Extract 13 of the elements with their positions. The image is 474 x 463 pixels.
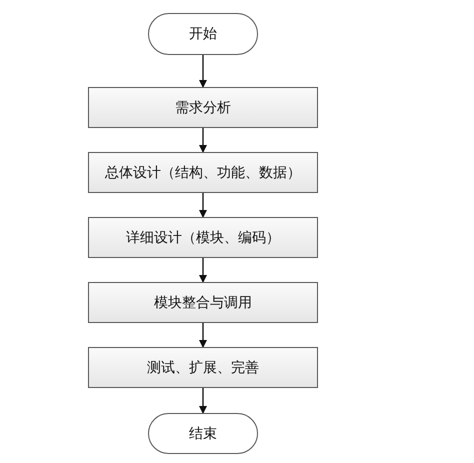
arrow <box>199 258 207 283</box>
arrow <box>199 128 207 153</box>
process-box: 模块整合与调用 <box>88 282 318 323</box>
process-box: 需求分析 <box>88 87 318 128</box>
arrow <box>199 323 207 348</box>
arrow <box>199 388 207 414</box>
process-box: 测试、扩展、完善 <box>88 347 318 388</box>
process-box: 详细设计（模块、编码） <box>88 217 318 258</box>
arrow <box>199 55 207 88</box>
terminal-pill: 结束 <box>148 413 258 454</box>
arrow <box>199 193 207 218</box>
process-box: 总体设计（结构、功能、数据） <box>88 152 318 193</box>
terminal-pill: 开始 <box>148 13 258 55</box>
